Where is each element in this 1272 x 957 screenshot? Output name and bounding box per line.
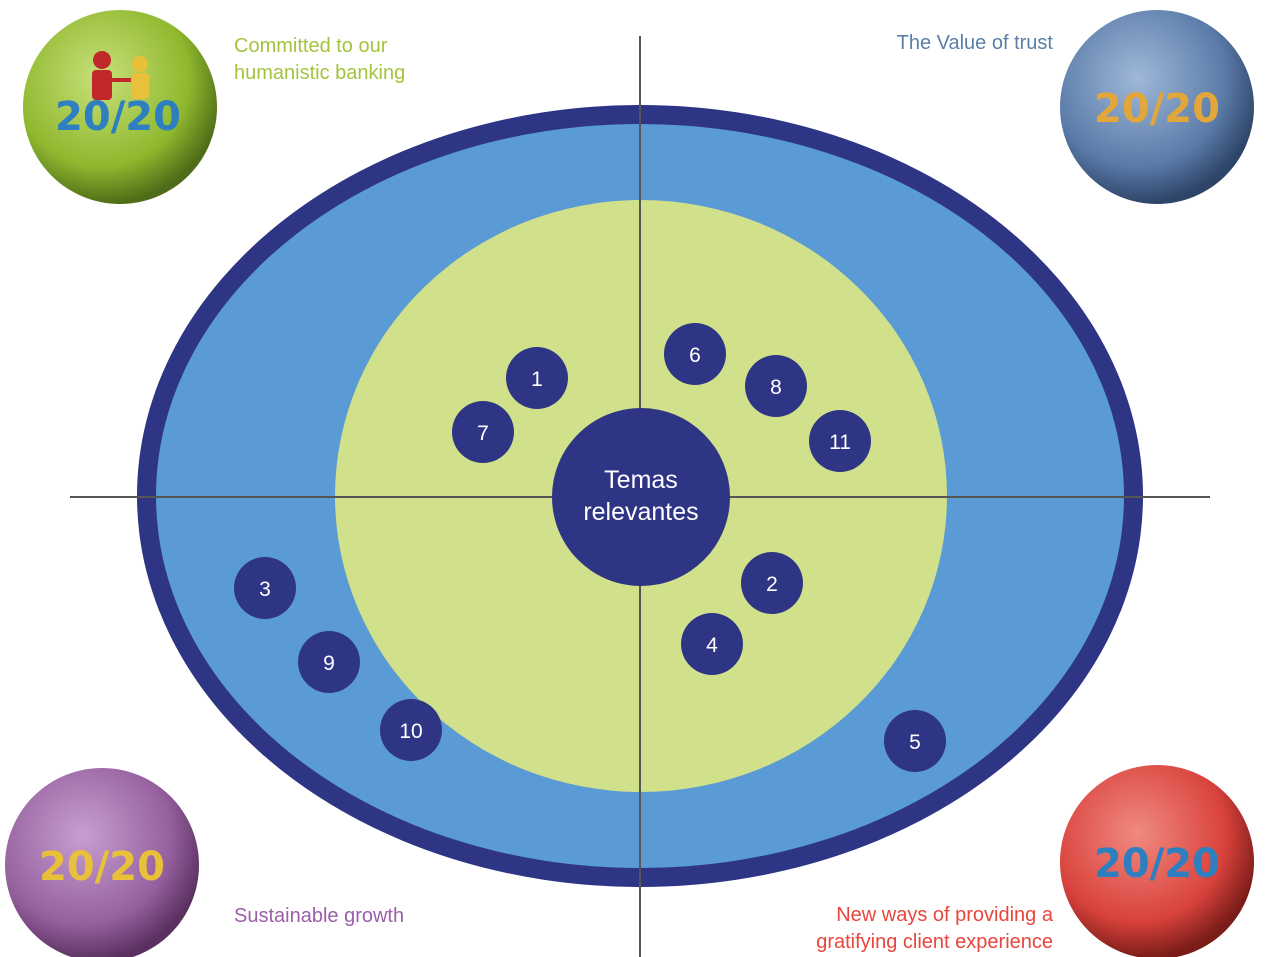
node-3: 3	[234, 557, 296, 619]
nodes-layer: 1 7 6 8 11 2 4 3 9 10 5	[234, 323, 946, 772]
node-label: 8	[770, 376, 782, 399]
node-circle	[681, 613, 743, 675]
node-9: 9	[298, 631, 360, 693]
node-label: 6	[689, 344, 701, 367]
node-1: 1	[506, 347, 568, 409]
node-2: 2	[741, 552, 803, 614]
node-circle	[298, 631, 360, 693]
ball-bottom-right-text: 20/20	[1094, 841, 1220, 887]
label-bottom-right-line1: New ways of providing a	[836, 904, 1054, 926]
node-circle	[745, 355, 807, 417]
node-label: 7	[477, 422, 489, 445]
ball-top-left: 20/20	[23, 10, 217, 204]
node-label: 3	[259, 578, 271, 601]
node-label: 2	[766, 573, 778, 596]
node-circle	[664, 323, 726, 385]
node-8: 8	[745, 355, 807, 417]
ball-top-right: 20/20	[1060, 10, 1254, 204]
node-5: 5	[884, 710, 946, 772]
label-top-left-line1: Committed to our	[234, 35, 388, 57]
node-6: 6	[664, 323, 726, 385]
label-top-right: The Value of trust	[897, 32, 1054, 54]
node-label: 4	[706, 634, 718, 657]
center-label-line1: Temas	[604, 466, 678, 494]
node-10: 10	[380, 699, 442, 761]
node-11: 11	[809, 410, 871, 472]
node-label: 1	[531, 368, 543, 391]
center-label-line2: relevantes	[583, 498, 698, 526]
ball-bottom-right: 20/20	[1060, 765, 1254, 957]
node-label: 11	[829, 431, 851, 454]
ball-top-left-text: 20/20	[55, 94, 181, 140]
node-label: 10	[399, 720, 422, 743]
node-circle	[452, 401, 514, 463]
node-circle	[506, 347, 568, 409]
label-top-left-line2: humanistic banking	[234, 62, 405, 84]
node-circle	[809, 410, 871, 472]
node-circle	[380, 699, 442, 761]
node-4: 4	[681, 613, 743, 675]
node-label: 5	[909, 731, 921, 754]
node-circle	[741, 552, 803, 614]
ball-top-right-text: 20/20	[1094, 86, 1220, 132]
label-bottom-right-line2: gratifying client experience	[816, 931, 1053, 953]
ball-bottom-left: 20/20	[5, 768, 199, 957]
node-circle	[234, 557, 296, 619]
label-bottom-left: Sustainable growth	[234, 905, 404, 927]
ball-bottom-left-text: 20/20	[39, 844, 165, 890]
center-circle	[552, 408, 730, 586]
node-7: 7	[452, 401, 514, 463]
node-label: 9	[323, 652, 335, 675]
node-circle	[884, 710, 946, 772]
